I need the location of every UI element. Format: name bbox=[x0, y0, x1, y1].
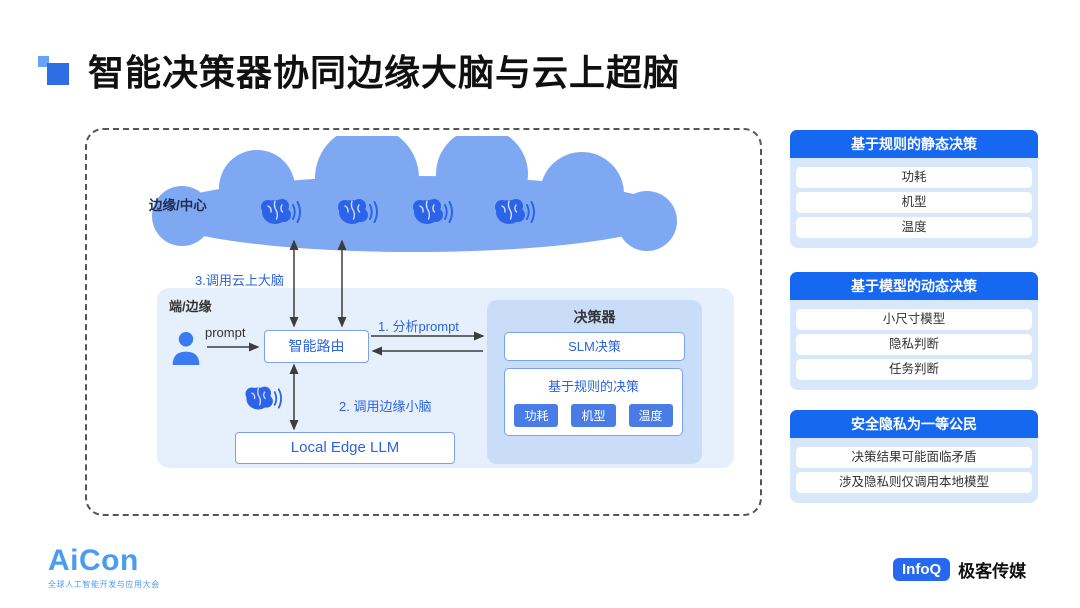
list-item: 决策结果可能面临矛盾 bbox=[796, 447, 1032, 468]
aicon-logo: AiCon 全球人工智能开发与应用大会 bbox=[48, 544, 160, 590]
panel-dynamic-header: 基于模型的动态决策 bbox=[790, 272, 1038, 300]
list-item: 小尺寸模型 bbox=[796, 309, 1032, 330]
title-mark-icon bbox=[38, 50, 72, 90]
local-edge-llm-box: Local Edge LLM bbox=[235, 432, 455, 464]
intelligent-router-box: 智能路由 bbox=[264, 330, 369, 363]
decision-maker-panel: 决策器 SLM决策 基于规则的决策 功耗 机型 温度 bbox=[487, 300, 702, 464]
rule-chip-model: 机型 bbox=[571, 404, 616, 427]
arrow-analyze-prompt-label: 1. 分析prompt bbox=[378, 319, 459, 334]
infoq-partner-text: 极客传媒 bbox=[958, 562, 1027, 581]
aicon-logo-subtitle: 全球人工智能开发与应用大会 bbox=[48, 580, 160, 589]
arrow-call-cloud-label: 3.调用云上大脑 bbox=[195, 273, 284, 288]
rule-decision-title: 基于规则的决策 bbox=[547, 379, 639, 394]
panel-static-header: 基于规则的静态决策 bbox=[790, 130, 1038, 158]
rule-chip-temperature: 温度 bbox=[628, 404, 673, 427]
cloud-brain-icon bbox=[413, 199, 453, 224]
slide-header: 智能决策器协同边缘大脑与云上超脑 bbox=[38, 44, 680, 96]
title-mark-big-square bbox=[47, 63, 69, 85]
title-mark-small-square bbox=[38, 56, 49, 67]
architecture-diagram: 边缘/中心 3.调用云上大脑 端/边缘 prompt 1. 分析prompt 2… bbox=[85, 128, 762, 516]
edge-zone-label: 端/边缘 bbox=[169, 299, 212, 314]
prompt-label: prompt bbox=[205, 325, 246, 340]
list-item: 机型 bbox=[796, 192, 1032, 213]
cloud-label: 边缘/中心 bbox=[149, 198, 207, 213]
cloud-shape bbox=[152, 136, 677, 252]
diagram-arrows bbox=[207, 239, 485, 431]
aicon-logo-text: AiCon bbox=[48, 544, 139, 577]
cloud-brain-icon bbox=[338, 199, 378, 224]
list-item: 隐私判断 bbox=[796, 334, 1032, 355]
edge-brain-icon bbox=[245, 386, 282, 410]
rule-chip-power: 功耗 bbox=[514, 404, 559, 427]
rule-decision-box: 基于规则的决策 功耗 机型 温度 bbox=[504, 368, 683, 436]
infoq-logo: InfoQ 极客传媒 bbox=[893, 557, 1026, 582]
infoq-logo-badge: InfoQ bbox=[893, 558, 951, 581]
slm-decision-box: SLM决策 bbox=[504, 332, 685, 361]
list-item: 温度 bbox=[796, 217, 1032, 238]
user-icon bbox=[172, 332, 200, 365]
rule-chip-row: 功耗 机型 温度 bbox=[505, 404, 682, 427]
page-title: 智能决策器协同边缘大脑与云上超脑 bbox=[88, 52, 681, 93]
panel-dynamic-decisions: 基于模型的动态决策 小尺寸模型 隐私判断 任务判断 bbox=[790, 272, 1038, 390]
cloud-brain-icon bbox=[261, 199, 301, 224]
panel-static-decisions: 基于规则的静态决策 功耗 机型 温度 bbox=[790, 130, 1038, 248]
panel-privacy-body: 决策结果可能面临矛盾 涉及隐私则仅调用本地模型 bbox=[790, 438, 1038, 503]
cloud-brain-icon bbox=[495, 199, 535, 224]
panel-dynamic-body: 小尺寸模型 隐私判断 任务判断 bbox=[790, 300, 1038, 390]
panel-static-body: 功耗 机型 温度 bbox=[790, 158, 1038, 248]
arrow-call-edge-label: 2. 调用边缘小脑 bbox=[339, 399, 432, 414]
panel-privacy-header: 安全隐私为一等公民 bbox=[790, 410, 1038, 438]
list-item: 涉及隐私则仅调用本地模型 bbox=[796, 472, 1032, 493]
decision-maker-title: 决策器 bbox=[573, 309, 616, 325]
list-item: 功耗 bbox=[796, 167, 1032, 188]
list-item: 任务判断 bbox=[796, 359, 1032, 380]
panel-privacy: 安全隐私为一等公民 决策结果可能面临矛盾 涉及隐私则仅调用本地模型 bbox=[790, 410, 1038, 503]
